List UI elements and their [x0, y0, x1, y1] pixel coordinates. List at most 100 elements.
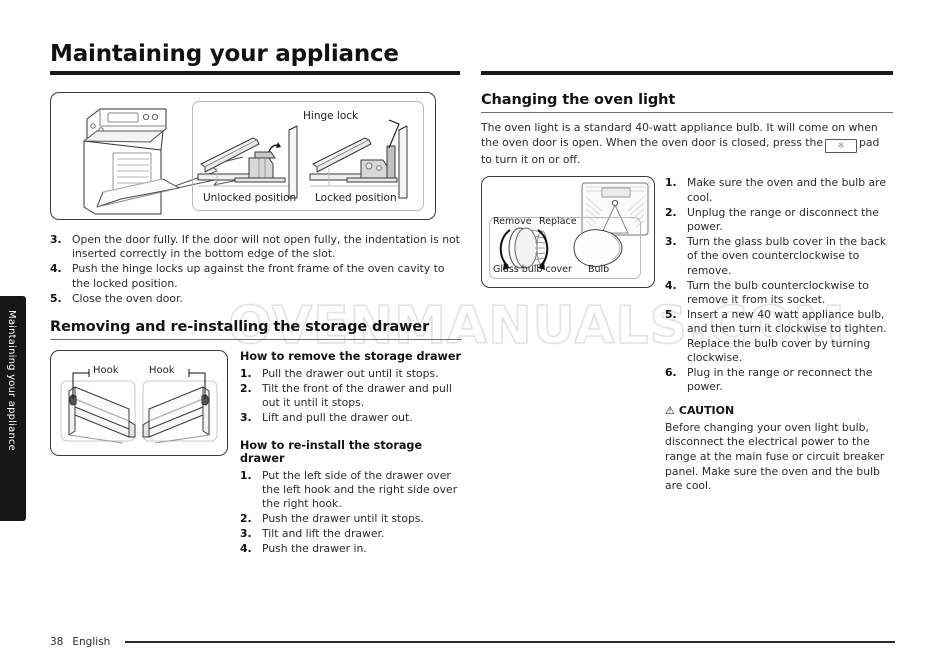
storage-drawer-rule [50, 339, 462, 341]
oven-light-rule [481, 112, 893, 113]
step-text: Tilt the front of the drawer and pull ou… [262, 381, 452, 410]
step-text: Push the hinge locks up against the fron… [72, 262, 445, 290]
step-number: 3. [240, 411, 252, 425]
step-number: 6. [665, 365, 677, 379]
list-item: 3. Open the door fully. If the door will… [50, 233, 462, 262]
hinge-detail-illustration [197, 119, 408, 199]
step-text: Make sure the oven and the bulb are cool… [687, 176, 887, 204]
bulb-change-illustration [581, 182, 649, 236]
list-item: 3. Turn the glass bulb cover in the back… [665, 235, 893, 278]
drawer-hook-figure: Hook Hook [50, 350, 228, 457]
oven-light-pad-icon: ☼ [824, 138, 857, 153]
caution-heading: ⚠ CAUTION [665, 404, 893, 417]
oven-light-intro: The oven light is a standard 40-watt app… [481, 121, 893, 167]
step-text: Open the door fully. If the door will no… [72, 233, 460, 261]
step-text: Lift and pull the drawer out. [262, 411, 413, 425]
unlocked-position-caption: Unlocked position [203, 192, 297, 204]
step-number: 2. [240, 381, 252, 395]
step-text: Plug in the range or reconnect the power… [687, 365, 873, 394]
footer-language: English [72, 636, 111, 648]
right-column: Changing the oven light The oven light i… [481, 92, 893, 494]
list-item: 5. Insert a new 40 watt appliance bulb, … [665, 308, 893, 366]
chapter-side-tab-label: Maintaining your appliance [6, 310, 17, 452]
list-item: 1. Pull the drawer out until it stops. [240, 367, 462, 381]
step-text: Turn the bulb counterclockwise to remove… [687, 278, 869, 306]
bulb-steps-wrap: 1. Make sure the oven and the bulb are c… [665, 176, 893, 494]
list-item: 3. Lift and pull the drawer out. [240, 411, 462, 425]
step-number: 2. [240, 512, 252, 526]
step-number: 4. [240, 542, 252, 556]
step-text: Pull the drawer out until it stops. [262, 367, 439, 381]
list-item: 2. Tilt the front of the drawer and pull… [240, 382, 462, 411]
step-text: Push the drawer in. [262, 542, 367, 556]
remove-drawer-steps: 1. Pull the drawer out until it stops. 2… [240, 367, 462, 426]
step-number: 1. [665, 176, 677, 190]
step-text: Close the oven door. [72, 291, 183, 305]
bulb-detail-illustration [499, 227, 623, 271]
page-title: Maintaining your appliance [50, 41, 399, 67]
bulb-change-figure: Remove Replace Glass bulb cover Bulb [481, 176, 655, 289]
footer: 38 English [50, 636, 895, 648]
footer-rule [125, 641, 895, 643]
caution-label: CAUTION [678, 403, 735, 417]
caution-text: Before changing your oven light bulb, di… [665, 420, 885, 493]
step-text: Unplug the range or disconnect the power… [687, 205, 879, 233]
list-item: 2. Push the drawer until it stops. [240, 512, 462, 526]
glass-bulb-cover-caption: Glass bulb cover [493, 264, 572, 276]
step-number: 4. [665, 278, 677, 292]
remove-drawer-heading: How to remove the storage drawer [240, 350, 461, 364]
step-number: 1. [240, 367, 252, 381]
title-rule-right [481, 71, 893, 75]
list-item: 5. Close the oven door. [50, 292, 462, 306]
list-item: 1. Put the left side of the drawer over … [240, 469, 462, 512]
bulb-caption: Bulb [588, 264, 610, 276]
list-item: 4. Push the hinge locks up against the f… [50, 262, 462, 291]
page-number: 38 [50, 636, 64, 648]
step-number: 4. [50, 262, 62, 276]
hook-left-caption: Hook [93, 365, 119, 377]
bulb-content-row: Remove Replace Glass bulb cover Bulb 1. … [481, 176, 893, 494]
door-steps-list: 3. Open the door fully. If the door will… [50, 233, 462, 306]
bulb-detail-panel: Remove Replace Glass bulb cover Bulb [489, 216, 641, 280]
oven-light-heading: Changing the oven light [481, 92, 676, 108]
bulb-steps-list: 1. Make sure the oven and the bulb are c… [665, 176, 893, 395]
reinstall-drawer-steps: 1. Put the left side of the drawer over … [240, 469, 462, 557]
hinge-lock-figure: Hinge lock Unlocked position Locked posi… [50, 92, 436, 220]
chapter-side-tab: Maintaining your appliance [0, 296, 26, 521]
replace-caption: Replace [539, 216, 577, 228]
step-number: 2. [665, 205, 677, 219]
step-number: 3. [50, 233, 62, 246]
hook-right-caption: Hook [149, 365, 175, 377]
storage-drawer-heading: Removing and re-installing the storage d… [50, 319, 430, 336]
list-item: 6. Plug in the range or reconnect the po… [665, 366, 893, 395]
oven-light-intro-part2: pad to turn it on or off. [481, 135, 880, 166]
reinstall-drawer-heading: How to re-install the storage drawer [240, 438, 423, 465]
step-text: Turn the glass bulb cover in the back of… [687, 234, 887, 277]
step-text: Put the left side of the drawer over the… [262, 468, 458, 511]
title-rule-left [50, 71, 460, 75]
step-number: 5. [665, 307, 677, 321]
step-number: 1. [240, 468, 252, 482]
drawer-content-row: Hook Hook How to remove the storage draw… [50, 350, 462, 557]
list-item: 4. Turn the bulb counterclockwise to rem… [665, 279, 893, 308]
list-item: 2. Unplug the range or disconnect the po… [665, 206, 893, 235]
oven-light-intro-part1: The oven light is a standard 40-watt app… [481, 121, 878, 149]
left-column: Hinge lock Unlocked position Locked posi… [50, 92, 462, 557]
list-item: 1. Make sure the oven and the bulb are c… [665, 176, 893, 205]
remove-caption: Remove [493, 216, 532, 228]
list-item: 3. Tilt and lift the drawer. [240, 527, 462, 541]
step-text: Push the drawer until it stops. [262, 512, 424, 526]
list-item: 4. Push the drawer in. [240, 542, 462, 556]
step-number: 3. [665, 234, 677, 248]
drawer-hook-illustration [60, 369, 218, 444]
hinge-detail-panel: Hinge lock Unlocked position Locked posi… [192, 101, 424, 211]
warning-triangle-icon: ⚠ [665, 403, 675, 417]
step-text: Insert a new 40 watt appliance bulb, and… [687, 307, 887, 365]
step-number: 3. [240, 527, 252, 541]
step-text: Tilt and lift the drawer. [262, 527, 385, 541]
step-number: 5. [50, 291, 62, 305]
storage-drawer-section: Removing and re-installing the storage d… [50, 319, 462, 341]
locked-position-caption: Locked position [315, 192, 397, 204]
hinge-lock-caption: Hinge lock [303, 110, 359, 122]
